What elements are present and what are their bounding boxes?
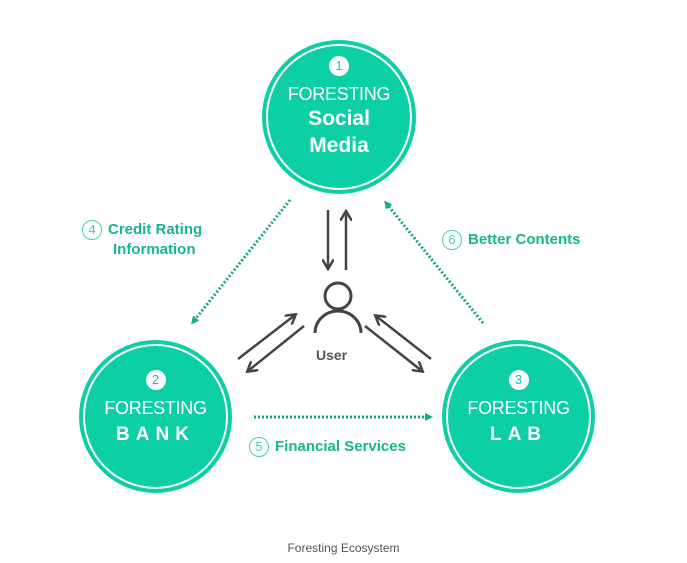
node-number-badge: 3 <box>508 370 529 390</box>
figure-caption: Foresting Ecosystem <box>287 541 400 555</box>
node-ring <box>83 344 228 489</box>
node-title-line1: Social <box>308 107 370 130</box>
arrow-user-to-lab <box>364 325 422 371</box>
flow-label-credit-rating: 4 Credit Rating Information <box>82 220 202 260</box>
node-brand: FORESTING <box>467 398 570 418</box>
flow-label-line1: Credit Rating <box>108 221 203 238</box>
node-brand: FORESTING <box>287 84 391 104</box>
node-title: LAB <box>489 424 548 445</box>
arrow-user-to-bank <box>248 325 305 371</box>
arrow-bank-to-user <box>237 315 295 360</box>
flow-number-badge: 5 <box>249 437 269 458</box>
node-ring <box>266 44 412 190</box>
flow-label-financial-services: 5 Financial Services <box>249 437 406 458</box>
node-brand: FORESTING <box>104 398 207 418</box>
flow-number-badge: 4 <box>82 220 102 241</box>
node-bank: 2 FORESTING BANK <box>79 340 232 493</box>
flow-number-badge: 6 <box>442 230 462 251</box>
node-ring <box>446 344 591 489</box>
node-number-badge: 2 <box>145 370 166 390</box>
node-social-media: 1 FORESTING Social Media <box>262 40 416 194</box>
node-title: BANK <box>116 424 195 445</box>
user-label: User <box>316 347 348 363</box>
user-icon <box>313 281 363 334</box>
flow-label-text: Financial Services <box>275 438 406 455</box>
flow-label-better-contents: 6 Better Contents <box>442 230 581 251</box>
flow-arrow-credit-rating <box>191 199 292 325</box>
flow-label-text: Better Contents <box>468 231 581 248</box>
arrow-lab-to-user <box>376 316 432 360</box>
flow-arrow-better-contents <box>384 200 485 324</box>
node-title-line2: Media <box>309 134 369 157</box>
flow-label-line2: Information <box>113 241 196 259</box>
node-number-badge: 1 <box>329 56 349 76</box>
node-lab: 3 FORESTING LAB <box>442 340 595 493</box>
